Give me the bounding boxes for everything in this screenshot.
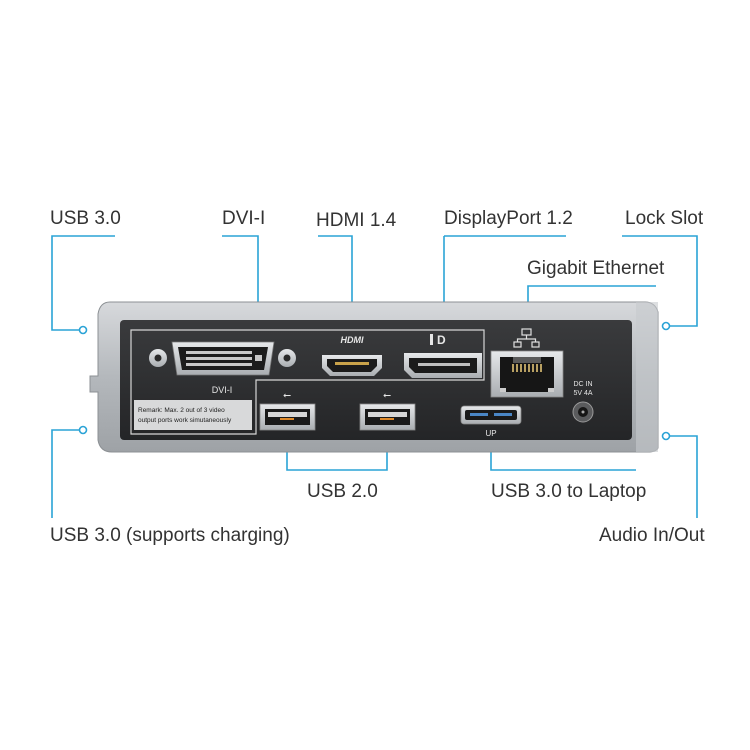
leader-lock [622,235,698,327]
callout-lock-slot: Lock Slot [625,208,704,229]
device-label-dvi: DVI-I [212,385,233,395]
svg-text:⭠: ⭠ [283,390,291,401]
dot-lock [661,321,671,331]
svg-text:D: D [437,333,446,347]
dc-in-port [572,401,594,423]
usb20-port-2 [359,403,416,431]
device-label-hdmi: HDMI [341,335,364,345]
svg-text:⭠: ⭠ [383,390,391,401]
displayport-port [404,353,482,378]
callout-displayport: DisplayPort 1.2 [444,208,573,229]
usb30-microb-port [460,405,522,425]
leader-usb30 [51,235,115,331]
callout-dvi: DVI-I [222,208,266,229]
dot-audio [661,431,671,441]
device-label-dc1: DC IN [573,381,592,388]
callout-audio: Audio In/Out [599,525,705,546]
leader-usb30-charging [51,429,82,518]
leader-usb20 [286,446,388,471]
ethernet-port [490,350,564,398]
dvi-port [149,341,296,376]
device-remark-line1: Remark: Max. 2 out of 3 video [138,407,225,414]
callout-hdmi: HDMI 1.4 [316,210,397,231]
usb20-port-1 [259,403,316,431]
video-ports-frame [130,329,485,435]
displayport-icon: D [430,333,446,347]
network-icon [513,328,540,348]
callout-usb30-laptop: USB 3.0 to Laptop [491,481,647,502]
leader-usb30-laptop [490,446,636,471]
dot-usb30 [78,325,88,335]
leader-audio [666,435,698,518]
device-label-up: UP [485,429,496,438]
callout-usb30-charging: USB 3.0 (supports charging) [50,525,290,546]
callout-usb20: USB 2.0 [307,481,378,502]
device-remark-line2: output ports work simutaneously [138,417,232,424]
usb-icon: ⭠ ⭠ [283,390,391,401]
device-label-dc2: 5V 4A [573,390,592,397]
hdmi-port [322,355,382,376]
callout-usb30: USB 3.0 [50,208,121,229]
dot-usb30-charging [78,425,88,435]
leader-hdmi [318,235,353,312]
callout-ethernet: Gigabit Ethernet [527,258,665,279]
